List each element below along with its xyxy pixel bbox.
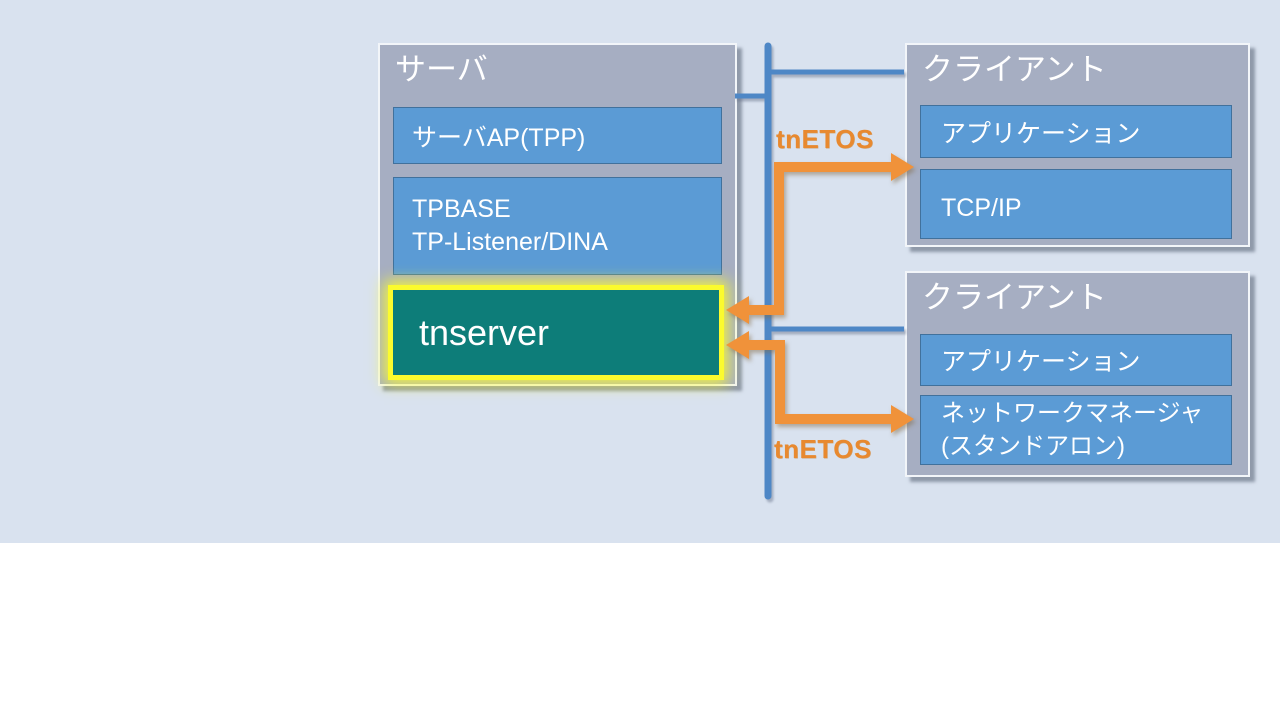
tnserver-label: tnserver <box>419 311 550 353</box>
network-manager-label-line1: ネットワークマネージャ <box>941 400 1204 427</box>
tnetos-arrow-bottom-shaft <box>744 340 896 424</box>
client-bottom-title: クライアント <box>922 280 1107 315</box>
client-panel-bottom: クライアント アプリケーション ネットワークマネージャ (スタンドアロン) <box>905 271 1250 477</box>
tnetos-arrow-top <box>726 153 914 324</box>
client-top-tcpip-label: TCP/IP <box>941 193 1022 222</box>
server-panel-title: サーバ <box>395 52 488 87</box>
server-ap-label: サーバAP(TPP) <box>412 123 586 152</box>
client-bottom-network-manager-layer: ネットワークマネージャ (スタンドアロン) <box>920 395 1232 465</box>
network-manager-label-line2: (スタンドアロン) <box>941 433 1125 460</box>
client-top-application-label: アプリケーション <box>941 119 1141 148</box>
tnetos-label-top: tnETOS <box>776 124 874 154</box>
tpbase-layer: TPBASE TP-Listener/DINA <box>393 177 722 275</box>
client-panel-top: クライアント アプリケーション TCP/IP <box>905 43 1250 247</box>
tnserver-highlight-box: tnserver <box>393 290 719 375</box>
tpbase-label-line2: TP-Listener/DINA <box>412 228 608 256</box>
client-top-tcpip-layer: TCP/IP <box>920 169 1232 239</box>
tnetos-arrow-bottom <box>726 331 914 433</box>
slide-canvas: サーバ サーバAP(TPP) TPBASE TP-Listener/DINA t… <box>0 0 1280 543</box>
tnetos-label-bottom: tnETOS <box>774 434 872 464</box>
server-ap-layer: サーバAP(TPP) <box>393 107 722 164</box>
tpbase-label-line1: TPBASE <box>412 195 511 223</box>
server-panel: サーバ サーバAP(TPP) TPBASE TP-Listener/DINA t… <box>378 43 737 386</box>
client-top-application-layer: アプリケーション <box>920 105 1232 158</box>
client-bottom-application-layer: アプリケーション <box>920 334 1232 386</box>
client-top-title: クライアント <box>922 52 1107 87</box>
tnetos-arrow-top-shaft <box>744 162 896 315</box>
client-bottom-application-label: アプリケーション <box>941 348 1141 376</box>
network-bus <box>735 42 904 500</box>
